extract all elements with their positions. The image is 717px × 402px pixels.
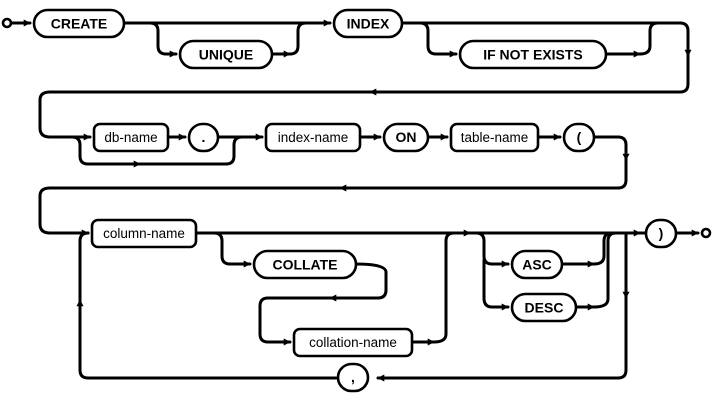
keyword-asc: ASC bbox=[510, 249, 564, 280]
end-terminal bbox=[700, 227, 712, 239]
svg-text:INDEX: INDEX bbox=[347, 16, 390, 32]
keyword-desc: DESC bbox=[510, 292, 578, 323]
row-1-lines bbox=[9, 19, 692, 139]
svg-text:DESC: DESC bbox=[525, 300, 564, 316]
row-3-lines bbox=[76, 229, 700, 382]
keyword-collate: COLLATE bbox=[252, 249, 358, 280]
keyword-create: CREATE bbox=[32, 8, 126, 39]
svg-text:table-name: table-name bbox=[461, 130, 529, 145]
keyword-index: INDEX bbox=[332, 8, 404, 39]
keyword-on: ON bbox=[382, 122, 430, 153]
svg-text:db-name: db-name bbox=[104, 130, 157, 145]
start-terminal bbox=[1, 17, 13, 29]
nonterminal-collation-name: collation-name bbox=[292, 327, 414, 358]
svg-text:UNIQUE: UNIQUE bbox=[199, 47, 253, 63]
nonterminal-index-name: index-name bbox=[264, 122, 362, 153]
svg-text:(: ( bbox=[577, 129, 582, 145]
svg-text:column-name: column-name bbox=[103, 226, 185, 241]
svg-text:): ) bbox=[659, 225, 664, 241]
symbol-close-paren: ) bbox=[644, 218, 678, 249]
svg-text:collation-name: collation-name bbox=[309, 335, 397, 350]
symbol-open-paren: ( bbox=[562, 122, 596, 153]
nonterminal-table-name: table-name bbox=[449, 122, 540, 153]
svg-text:CREATE: CREATE bbox=[51, 16, 108, 32]
keyword-if-not-exists: IF NOT EXISTS bbox=[458, 39, 608, 70]
svg-text:index-name: index-name bbox=[278, 130, 349, 145]
symbol-dot: . bbox=[187, 122, 220, 153]
keyword-unique: UNIQUE bbox=[178, 39, 274, 70]
row-2-lines bbox=[38, 133, 630, 235]
svg-text:,: , bbox=[351, 369, 355, 385]
nonterminal-db-name: db-name bbox=[92, 122, 170, 153]
nonterminal-column-name: column-name bbox=[90, 218, 198, 249]
svg-text:ON: ON bbox=[396, 129, 417, 145]
svg-text:COLLATE: COLLATE bbox=[272, 257, 337, 273]
svg-text:.: . bbox=[202, 129, 206, 145]
svg-text:IF NOT EXISTS: IF NOT EXISTS bbox=[483, 47, 583, 63]
svg-text:ASC: ASC bbox=[522, 257, 552, 273]
symbol-comma: , bbox=[336, 362, 370, 393]
